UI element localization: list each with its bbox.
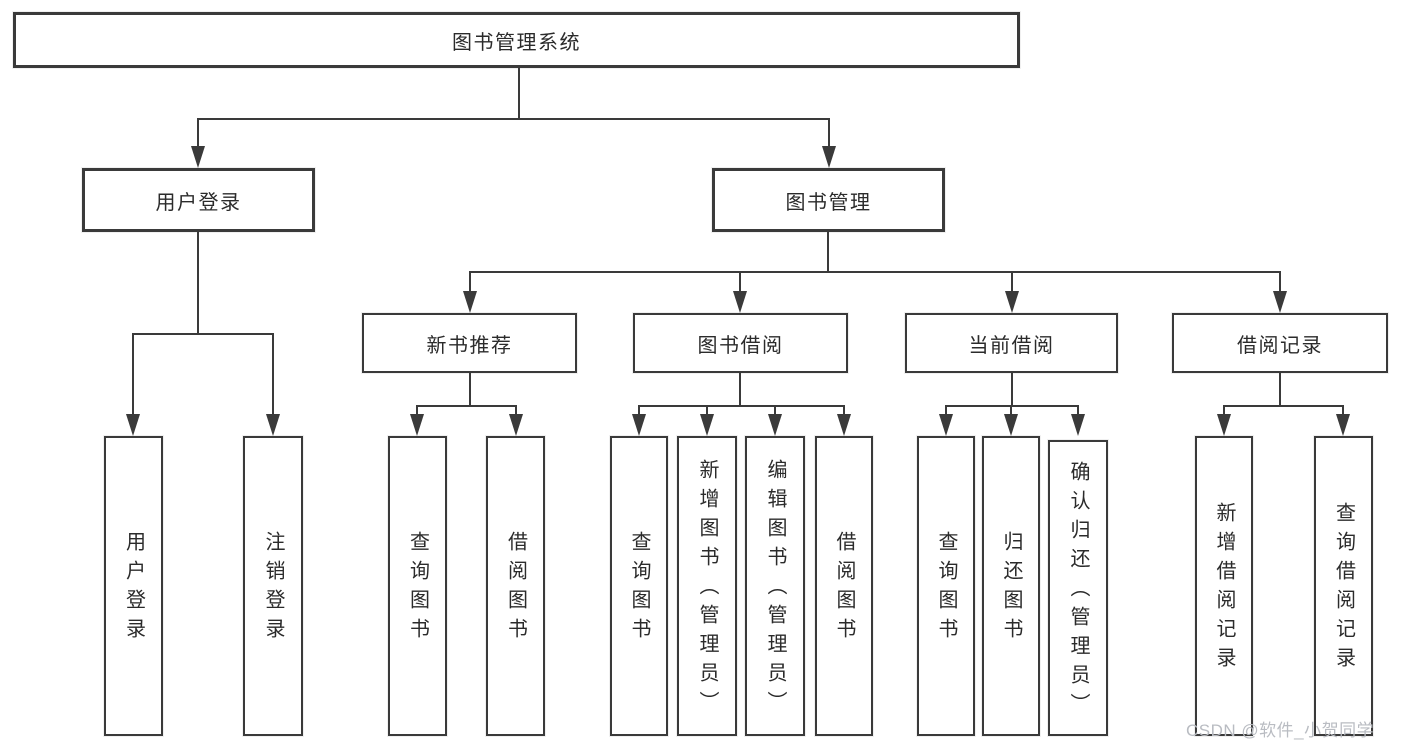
connector-root-stem-line xyxy=(518,68,520,119)
connector-book-mgmt-bar-line xyxy=(469,271,1281,273)
node-borrow-records: 借阅记录 xyxy=(1172,313,1388,373)
arrowhead-cb-confirm-return xyxy=(1071,414,1085,436)
connector-nbr-drop2-line xyxy=(515,405,517,416)
leaf-user-login: 用户登录 xyxy=(104,436,163,736)
connector-book-mgmt-stem-line xyxy=(827,232,829,273)
arrowhead-cb-return-books xyxy=(1004,414,1018,436)
arrowhead-nbr-query-books xyxy=(410,414,424,436)
connector-bb-drop2-line xyxy=(706,405,708,416)
connector-br-drop1-line xyxy=(1223,405,1225,416)
leaf-bb-query-books: 查询图书 xyxy=(610,436,668,736)
node-user-login-branch: 用户登录 xyxy=(82,168,315,232)
connector-nbr-drop1-line xyxy=(416,405,418,416)
node-library-management-system: 图书管理系统 xyxy=(13,12,1020,68)
connector-user-login-drop1-line xyxy=(132,333,134,416)
node-book-borrow: 图书借阅 xyxy=(633,313,848,373)
connector-book-mgmt-drop4-line xyxy=(1279,271,1281,293)
arrowhead-book-management xyxy=(822,146,836,168)
connector-user-login-bar-line xyxy=(132,333,274,335)
connector-br-stem-line xyxy=(1279,373,1281,407)
connector-bb-stem-line xyxy=(739,373,741,407)
arrowhead-br-add-record xyxy=(1217,414,1231,436)
connector-cb-stem-line xyxy=(1011,373,1013,407)
node-current-borrow: 当前借阅 xyxy=(905,313,1118,373)
connector-br-bar-line xyxy=(1223,405,1344,407)
connector-book-mgmt-drop1-line xyxy=(469,271,471,293)
arrowhead-bb-borrow-books xyxy=(837,414,851,436)
connector-br-drop2-line xyxy=(1342,405,1344,416)
connector-book-mgmt-drop2-line xyxy=(739,271,741,293)
leaf-br-query-borrow-record: 查询借阅记录 xyxy=(1314,436,1373,736)
leaf-nbr-query-books: 查询图书 xyxy=(388,436,447,736)
connector-root-bar-line xyxy=(197,118,830,120)
arrowhead-new-book-recommend xyxy=(463,291,477,313)
connector-book-mgmt-drop3-line xyxy=(1011,271,1013,293)
arrowhead-bb-query-books xyxy=(632,414,646,436)
leaf-cb-confirm-return-admin: 确认归还（管理员） xyxy=(1048,440,1108,736)
node-book-management: 图书管理 xyxy=(712,168,945,232)
connector-cb-drop3-line xyxy=(1077,405,1079,416)
leaf-br-add-borrow-record: 新增借阅记录 xyxy=(1195,436,1253,736)
arrowhead-bb-edit-books xyxy=(768,414,782,436)
leaf-cb-query-books: 查询图书 xyxy=(917,436,975,736)
connector-cb-drop2-line xyxy=(1010,405,1012,416)
csdn-watermark: CSDN @软件_小贺同学 xyxy=(1186,721,1375,740)
arrowhead-bb-add-books xyxy=(700,414,714,436)
connector-nbr-bar-line xyxy=(416,405,517,407)
arrowhead-book-borrow xyxy=(733,291,747,313)
connector-cb-bar-line xyxy=(945,405,1079,407)
connector-nbr-stem-line xyxy=(469,373,471,407)
leaf-bb-edit-books-admin: 编辑图书（管理员） xyxy=(745,436,805,736)
connector-user-login-drop2-line xyxy=(272,333,274,416)
arrowhead-br-query-record xyxy=(1336,414,1350,436)
connector-bb-drop3-line xyxy=(774,405,776,416)
connector-user-login-stem-line xyxy=(197,232,199,335)
leaf-logout-login: 注销登录 xyxy=(243,436,303,736)
arrowhead-borrow-records xyxy=(1273,291,1287,313)
connector-bb-bar-line xyxy=(638,405,845,407)
arrowhead-logout-leaf xyxy=(266,414,280,436)
arrowhead-user-login-leaf xyxy=(126,414,140,436)
leaf-bb-add-books-admin: 新增图书（管理员） xyxy=(677,436,737,736)
arrowhead-user-login-branch xyxy=(191,146,205,168)
leaf-cb-return-books: 归还图书 xyxy=(982,436,1040,736)
connector-root-left-drop-line xyxy=(197,118,199,150)
arrowhead-nbr-borrow-books xyxy=(509,414,523,436)
connector-bb-drop4-line xyxy=(843,405,845,416)
node-new-book-recommend: 新书推荐 xyxy=(362,313,577,373)
connector-root-right-drop-line xyxy=(828,118,830,150)
leaf-nbr-borrow-books: 借阅图书 xyxy=(486,436,545,736)
arrowhead-current-borrow xyxy=(1005,291,1019,313)
connector-bb-drop1-line xyxy=(638,405,640,416)
leaf-bb-borrow-books: 借阅图书 xyxy=(815,436,873,736)
connector-cb-drop1-line xyxy=(945,405,947,416)
arrowhead-cb-query-books xyxy=(939,414,953,436)
